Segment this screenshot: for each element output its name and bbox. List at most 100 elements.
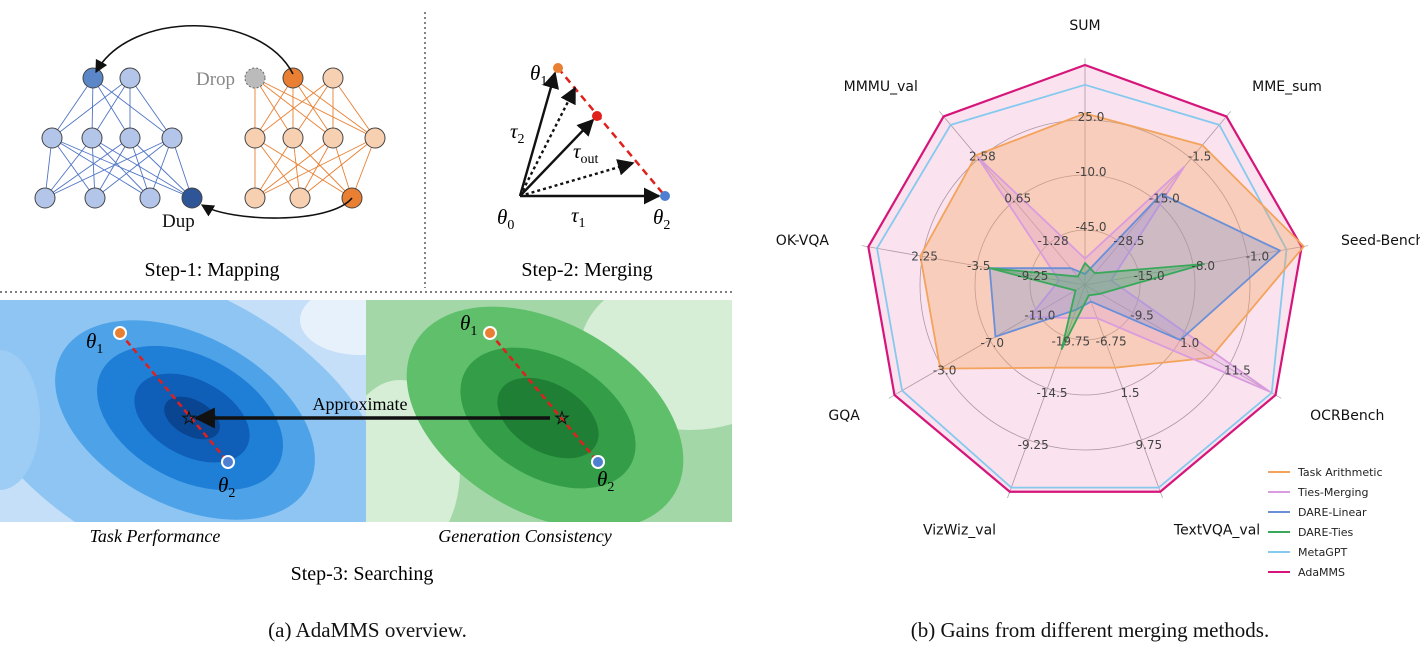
- radar-tick-label: 1.0: [1180, 336, 1199, 350]
- network-node: [364, 127, 386, 149]
- radar-tick-label: 11.5: [1224, 364, 1251, 378]
- svg-text:τ2: τ2: [510, 119, 525, 147]
- svg-text:θ0: θ0: [497, 205, 514, 233]
- legend-label: DARE-Ties: [1298, 526, 1354, 539]
- radar-tick-label: -3.0: [933, 364, 956, 378]
- legend-label: MetaGPT: [1298, 546, 1347, 559]
- drop-label: Drop: [196, 69, 235, 90]
- radar-tick-label: -6.75: [1096, 334, 1127, 348]
- network-node: [139, 187, 161, 209]
- task-performance-title: Task Performance: [90, 526, 221, 546]
- radar-tick-label: -10.0: [1075, 165, 1106, 179]
- radar-tick-label: -11.0: [1024, 309, 1055, 323]
- radar-tick-label: -45.0: [1075, 220, 1106, 234]
- radar-tick-label: -7.0: [981, 336, 1004, 350]
- network-node: [289, 187, 311, 209]
- radar-tick-label: 9.75: [1135, 438, 1162, 452]
- left-figure-caption: (a) AdaMMS overview.: [268, 618, 467, 642]
- panel-separators: [0, 12, 735, 293]
- map-arrow-bottom: [200, 197, 353, 219]
- theta2-point: [660, 191, 670, 201]
- radar-tick-label: -14.5: [1036, 386, 1067, 400]
- generation-consistency-heatmap: [366, 300, 732, 522]
- network-node: [81, 127, 103, 149]
- network-node: [34, 187, 56, 209]
- merged-point: [592, 111, 602, 121]
- tau2-arrow: [518, 71, 559, 197]
- radar-axis-label: SUM: [1069, 18, 1100, 34]
- radar-series-4: [876, 83, 1288, 489]
- legend-label: DARE-Linear: [1298, 506, 1367, 519]
- radar-tick-label: 25.0: [1078, 110, 1105, 124]
- radar-tick-label: -15.0: [1134, 269, 1165, 283]
- radar-tick-label: -9.5: [1130, 309, 1153, 323]
- network-node: [244, 187, 266, 209]
- dup-label: Dup: [162, 211, 195, 232]
- radar-series-5: [867, 63, 1303, 493]
- radar-series-3: [988, 262, 1206, 350]
- orange-network: [244, 67, 386, 209]
- radar-axis-label: MMMU_val: [844, 79, 918, 95]
- network-node: [322, 67, 344, 89]
- map-arrow-top: [95, 25, 294, 75]
- svg-text:τ1: τ1: [571, 203, 586, 231]
- network-node: [119, 127, 141, 149]
- approximate-label: Approximate: [313, 394, 408, 414]
- task-performance-heatmap: [0, 300, 366, 522]
- blue-network: [34, 67, 203, 209]
- radar-series-1: [976, 156, 1271, 393]
- svg-text:θ1: θ1: [86, 329, 103, 357]
- network-node: [119, 67, 141, 89]
- radar-tick-label: -19.75: [1051, 334, 1090, 348]
- radar-tick-label: -1.5: [1188, 150, 1211, 164]
- radar-series-0: [919, 112, 1305, 370]
- radar-axis-label: GQA: [828, 408, 860, 424]
- radar-tick-label: 2.25: [911, 250, 938, 264]
- legend-label: AdaMMS: [1298, 566, 1345, 579]
- radar-tick-label: -8.0: [1192, 259, 1215, 273]
- network-node: [244, 127, 266, 149]
- svg-text:τout: τout: [573, 139, 599, 167]
- radar-axis-label: TextVQA_val: [1173, 522, 1260, 538]
- radar-axis-label: OCRBench: [1310, 408, 1384, 424]
- step1-mapping-diagram: Drop Dup Step-1: Mapping: [34, 25, 386, 281]
- generation-consistency-title: Generation Consistency: [438, 526, 611, 546]
- radar-axis-label: VizWiz_val: [923, 522, 996, 538]
- radar-axis-label: MME_sum: [1252, 79, 1322, 95]
- radar-tick-label: -28.5: [1113, 234, 1144, 248]
- network-node: [161, 127, 183, 149]
- star-marker-left: ☆: [181, 408, 197, 428]
- network-node: [322, 127, 344, 149]
- svg-text:θ2: θ2: [218, 473, 235, 501]
- step3-searching-diagram: Approximate ☆ ☆ θ1 θ2 θ1 θ2 Task Perform…: [0, 300, 732, 585]
- network-node: [282, 67, 304, 89]
- tau-out-arrow: [519, 118, 595, 197]
- step2-merging-diagram: θ1 τ2 τout τ1 θ0 θ2 Step-2: Merging: [497, 61, 670, 281]
- radar-tick-label: 2.58: [969, 150, 996, 164]
- network-node: [282, 127, 304, 149]
- radar-tick-label: 1.5: [1120, 386, 1139, 400]
- svg-text:θ1: θ1: [530, 61, 547, 89]
- network-node: [41, 127, 63, 149]
- radar-axis-label: Seed-Bench_all: [1341, 233, 1420, 249]
- step2-caption: Step-2: Merging: [521, 259, 652, 281]
- radar-axis-label: OK-VQA: [776, 233, 830, 249]
- radar-chart: -45.0 -10.0 25.0 -28.5 -15.0 -1.5 -15.0 -8.0 -1.…: [776, 18, 1420, 579]
- network-node: [181, 187, 203, 209]
- svg-text:θ1: θ1: [460, 311, 477, 339]
- svg-text:θ2: θ2: [597, 467, 614, 495]
- radar-tick-label: -9.25: [1017, 269, 1048, 283]
- network-node: [84, 187, 106, 209]
- radar-tick-label: -3.5: [967, 259, 990, 273]
- step1-caption: Step-1: Mapping: [145, 259, 280, 281]
- radar-tick-label: -9.25: [1018, 438, 1049, 452]
- star-marker-right: ☆: [554, 408, 570, 428]
- legend-label: Task Arithmetic: [1297, 466, 1383, 479]
- radar-tick-label: 0.65: [1004, 192, 1031, 206]
- right-figure-caption: (b) Gains from different merging methods…: [910, 618, 1270, 642]
- radar-tick-label: -1.28: [1038, 234, 1069, 248]
- svg-text:θ2: θ2: [653, 205, 670, 233]
- radar-tick-label: -1.0: [1246, 250, 1269, 264]
- step3-caption: Step-3: Searching: [291, 563, 434, 585]
- radar-tick-label: -15.0: [1149, 192, 1180, 206]
